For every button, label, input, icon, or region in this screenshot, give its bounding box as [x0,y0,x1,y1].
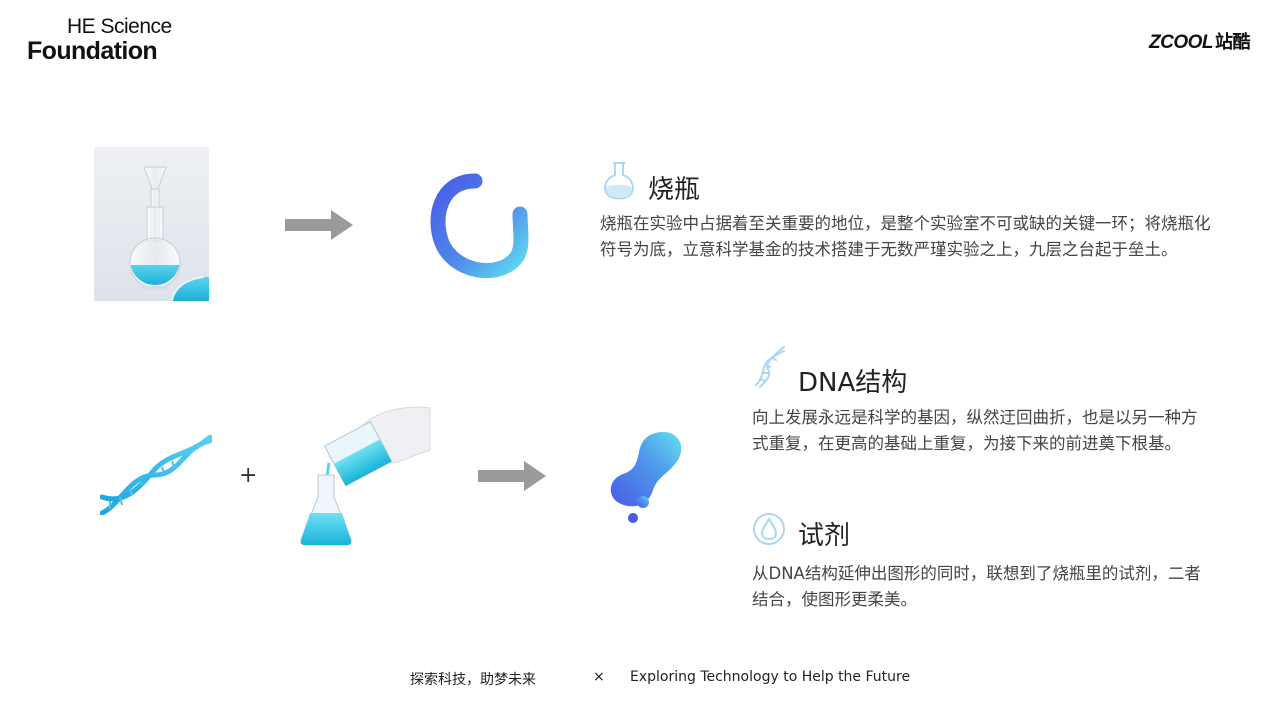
plus-sign: + [239,463,258,488]
dna-description: 向上发展永远是科学的基因，纵然迂回曲折，也是以另一种方式重复，在更高的基础上重复… [752,408,1198,453]
dna-helix-icon [752,345,788,389]
flask-description: 烧瓶在实验中占据着至关重要的地位，是整个实验室不可或缺的关键一环；将烧瓶化符号为… [600,214,1211,259]
flask-icon [600,160,642,202]
reagent-title: 试剂 [798,521,851,551]
zcool-latin: ZCOOL [1149,32,1214,53]
right-arrow-icon [478,461,546,491]
footer-separator: × [593,669,605,685]
pouring-photo [293,405,433,550]
brand-logo: HE Science Foundation [27,15,177,65]
footer-en: Exploring Technology to Help the Future [630,669,911,685]
fluid-blob-symbol-icon [605,428,685,526]
dna-photo [100,435,212,515]
ring-symbol-icon [420,168,540,283]
right-arrow-icon [285,210,353,240]
dna-title: DNA结构 [798,368,908,398]
droplet-icon [752,512,786,546]
flask-title: 烧瓶 [648,175,701,205]
brand-line1: HE Science [67,15,172,38]
reagent-description: 从DNA结构延伸出图形的同时，联想到了烧瓶里的试剂，二者结合，使图形更柔美。 [752,564,1201,609]
zcool-cn: 站酷 [1215,32,1251,52]
flask-photo [94,147,209,301]
footer-cn: 探索科技，助梦未来 [410,672,536,688]
brand-line2: Foundation [27,37,158,65]
